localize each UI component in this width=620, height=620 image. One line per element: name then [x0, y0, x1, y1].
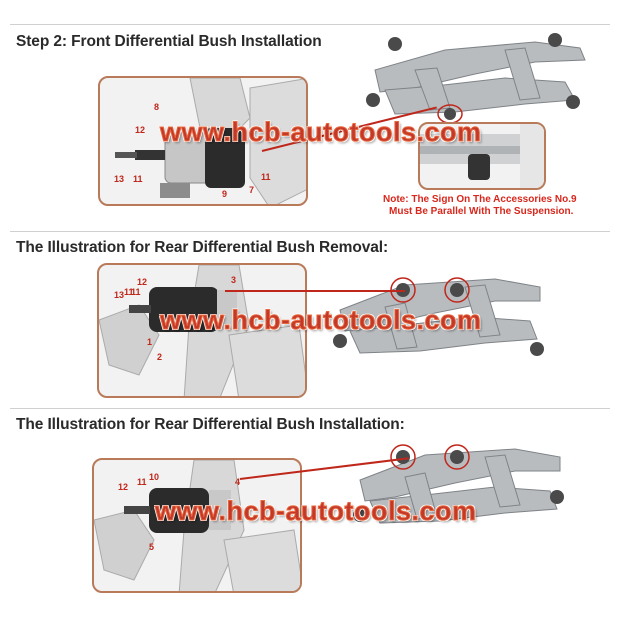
top-divider [10, 24, 610, 25]
callout-5: 5 [149, 542, 155, 552]
subframe-illustration-2 [333, 277, 544, 356]
callout-10-i: 10 [149, 472, 160, 482]
front-bush-installation-photo [98, 76, 308, 206]
watermark-3: www.hcb-autotools.com [155, 496, 477, 527]
watermark-2: www.hcb-autotools.com [160, 305, 482, 336]
section-3-heading: The Illustration for Rear Differential B… [16, 416, 405, 433]
subframe-illustration-3 [353, 444, 564, 524]
callout-11-i: 11 [137, 477, 147, 487]
section-2-heading: The Illustration for Rear Differential B… [16, 239, 389, 256]
callout-3: 3 [231, 275, 237, 285]
callout-2: 2 [157, 352, 163, 362]
callout-12-i: 12 [118, 482, 129, 492]
section-divider-2 [10, 408, 610, 409]
watermark-1: www.hcb-autotools.com [160, 117, 482, 148]
alignment-note-line-1: Note: The Sign On The Accessories No.9 [383, 194, 577, 205]
rear-bush-installation-photo [92, 458, 302, 593]
callout-9: 9 [222, 189, 228, 199]
callout-12: 12 [135, 125, 146, 135]
detail-photo [418, 122, 546, 190]
callout-13: 13 [114, 174, 125, 184]
callout-8: 8 [154, 102, 160, 112]
alignment-note: Note: The Sign On The Accessories No.9 M… [383, 194, 577, 218]
section-1-heading: Step 2: Front Differential Bush Installa… [16, 33, 322, 50]
callout-7: 7 [249, 185, 255, 195]
callout-13-r: 13 [114, 290, 125, 300]
callout-11-r2: 11 [131, 287, 141, 297]
rear-bush-removal-photo [97, 263, 307, 398]
callout-11-left: 11 [133, 174, 143, 184]
callout-11-right: 11 [261, 172, 271, 182]
alignment-note-line-2: Must Be Parallel With The Suspension. [389, 206, 574, 217]
pointer-arrow-2 [225, 290, 405, 292]
subframe-illustration-1 [366, 33, 586, 124]
callout-1: 1 [147, 337, 153, 347]
callout-4: 4 [235, 477, 241, 487]
callout-11-r1: 11 [124, 287, 134, 297]
callout-12-r: 12 [137, 277, 148, 287]
section-divider-1 [10, 231, 610, 232]
